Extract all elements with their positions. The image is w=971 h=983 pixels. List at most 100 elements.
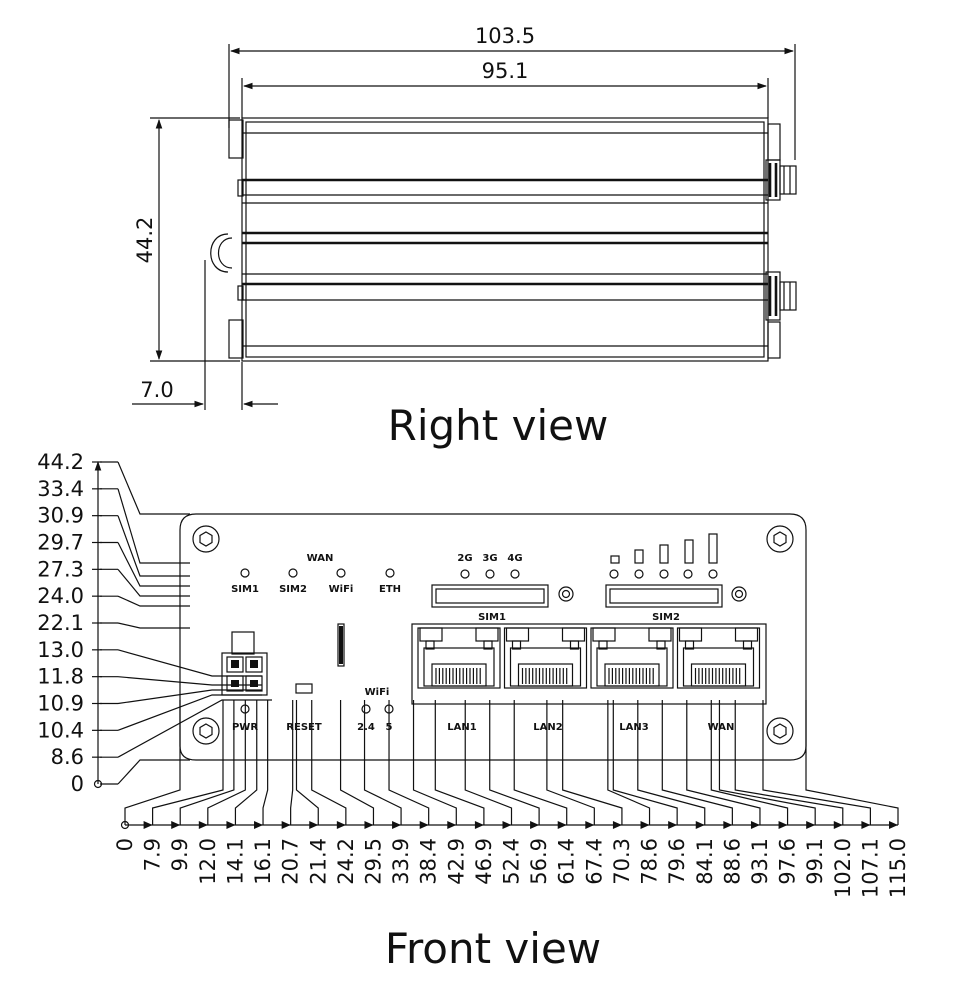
sim1-slot[interactable] — [431, 584, 549, 608]
right-view: 103.5 95.1 44.2 7.0 — [132, 24, 797, 450]
bottom-tick-arrow — [889, 821, 898, 829]
vertical-slot — [337, 623, 345, 667]
left-tick-label: 11.8 — [37, 665, 84, 689]
dim-offset-label: 7.0 — [140, 378, 173, 402]
bottom-leader — [805, 700, 899, 825]
status-led — [708, 569, 718, 579]
antenna-connector-top — [765, 159, 797, 201]
bottom-leader — [363, 700, 402, 825]
bottom-tick-label: 46.9 — [472, 838, 496, 885]
bottom-leader — [311, 700, 347, 825]
left-dimension-axis: 44.233.430.929.727.324.022.113.011.810.9… — [37, 450, 272, 796]
front-view-title: Front view — [385, 924, 601, 973]
bottom-tick-arrow — [226, 821, 236, 829]
power-connector[interactable] — [221, 631, 268, 696]
bottom-tick-label: 0 — [113, 838, 137, 851]
lan1-port[interactable] — [417, 627, 501, 689]
2g-led-label: 2G — [457, 553, 472, 564]
left-tick-label: 10.4 — [37, 718, 84, 742]
bottom-leader — [546, 700, 595, 825]
lan3-label: LAN3 — [619, 722, 648, 733]
right-view-title: Right view — [388, 401, 609, 450]
bottom-tick-arrow — [723, 821, 733, 829]
bottom-leader — [762, 700, 871, 825]
wifi-band-label: WiFi — [365, 687, 390, 698]
bottom-leader — [686, 700, 761, 825]
bottom-tick-label: 20.7 — [279, 838, 303, 885]
sim2-eject-button[interactable] — [731, 586, 747, 602]
bottom-tick-label: 79.6 — [665, 838, 689, 885]
left-tick-label: 8.6 — [51, 745, 84, 769]
bottom-leader — [562, 700, 623, 825]
dim-height-label: 44.2 — [133, 217, 157, 264]
screw-icon — [766, 717, 794, 745]
bottom-tick-arrow — [806, 821, 816, 829]
bottom-tick-arrow — [309, 821, 319, 829]
bottom-tick-arrow — [143, 821, 153, 829]
bottom-tick-arrow — [392, 821, 402, 829]
bottom-tick-label: 7.9 — [141, 838, 165, 871]
bottom-leader — [412, 700, 457, 825]
wan-group-label: WAN — [307, 553, 334, 564]
sim2-slot[interactable] — [605, 584, 723, 608]
bottom-tick-label: 115.0 — [886, 838, 910, 898]
bottom-leader — [612, 700, 678, 825]
sim1-eject-button[interactable] — [558, 586, 574, 602]
bottom-leader — [179, 700, 235, 825]
wan-port[interactable] — [676, 627, 761, 689]
sim2-led-label: SIM2 — [279, 584, 307, 595]
dim-overall-width-label: 103.5 — [475, 24, 535, 48]
bottom-tick-arrow — [530, 821, 540, 829]
bottom-tick-label: 14.1 — [223, 838, 247, 885]
router-side-housing — [210, 117, 781, 362]
left-leader — [117, 676, 262, 686]
bottom-tick-arrow — [833, 821, 843, 829]
left-tick-label: 27.3 — [37, 557, 84, 581]
bottom-leader — [339, 700, 375, 825]
bottom-tick-label: 97.6 — [776, 838, 800, 885]
4g-led-label: 4G — [507, 553, 522, 564]
sim1-led-label: SIM1 — [231, 584, 259, 595]
bottom-leader — [489, 700, 540, 825]
lan2-port[interactable] — [503, 627, 588, 689]
dim-offset: 7.0 — [132, 260, 278, 410]
left-tick-label: 29.7 — [37, 531, 84, 555]
bottom-leader — [124, 700, 181, 825]
bottom-tick-label: 88.6 — [720, 838, 744, 885]
bottom-leader-lines — [124, 700, 899, 825]
bottom-leader — [718, 700, 816, 825]
status-led — [460, 569, 470, 579]
left-leader — [117, 595, 190, 607]
bottom-tick-arrow — [474, 821, 484, 829]
dim-body-width-label: 95.1 — [482, 59, 529, 83]
bottom-tick-label: 84.1 — [693, 838, 717, 885]
bottom-tick-arrow — [502, 821, 512, 829]
bottom-tick-arrow — [254, 821, 264, 829]
bottom-tick-label: 52.4 — [500, 838, 524, 885]
bottom-tick-arrow — [585, 821, 595, 829]
status-led — [385, 568, 395, 578]
bottom-tick-label: 99.1 — [803, 838, 827, 885]
wifi-5-label: 5 — [386, 722, 393, 733]
dim-overall-width: 103.5 — [228, 24, 796, 160]
status-leds — [240, 568, 718, 714]
bottom-leader — [290, 700, 294, 825]
dim-height: 44.2 — [133, 117, 240, 362]
status-led — [634, 569, 644, 579]
bottom-leader — [152, 700, 224, 825]
left-tick-label: 30.9 — [37, 504, 84, 528]
lan3-port[interactable] — [590, 627, 674, 689]
bottom-tick-label: 93.1 — [748, 838, 772, 885]
left-tick-label: 13.0 — [37, 638, 84, 662]
reset-button[interactable] — [295, 683, 313, 694]
left-tick-label: 24.0 — [37, 584, 84, 608]
bottom-leader — [207, 700, 246, 825]
bottom-leader — [513, 700, 568, 825]
bottom-tick-label: 56.9 — [527, 838, 551, 885]
status-led — [361, 704, 371, 714]
bottom-tick-arrow — [640, 821, 650, 829]
bottom-leader — [234, 700, 258, 825]
bottom-tick-label: 70.3 — [610, 838, 634, 885]
bottom-leader — [434, 700, 485, 825]
